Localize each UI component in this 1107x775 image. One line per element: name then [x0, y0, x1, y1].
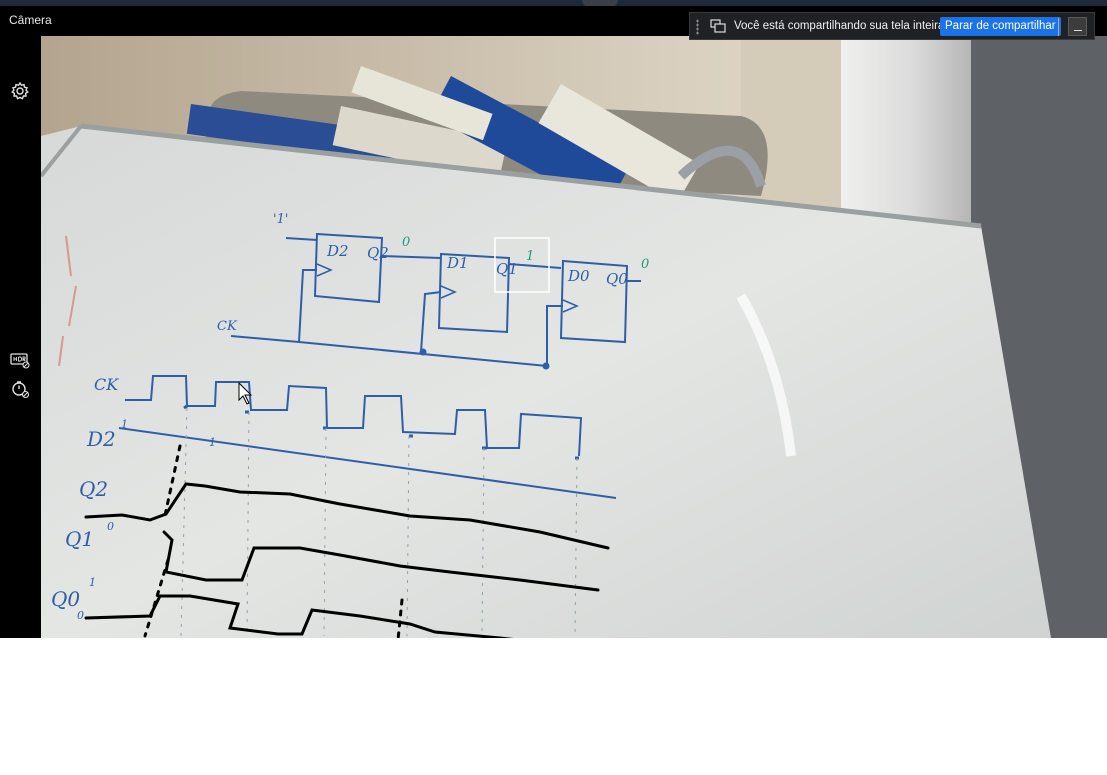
mouse-pointer-icon — [238, 381, 253, 405]
clock-label: CK — [217, 319, 238, 334]
circuit-labels: '1' D2 Q2 D1 Q1 D0 Q0 0 1 0 CK — [217, 212, 649, 334]
ff0-q-label: Q0 — [606, 270, 628, 288]
minimize-icon — [1074, 30, 1082, 31]
blank-area — [0, 638, 1107, 775]
wave-label-q1: Q1 — [65, 527, 94, 551]
wave-label-ck: CK — [94, 375, 119, 394]
ff0-d-label: D0 — [567, 267, 590, 285]
level-mark-3: 1 — [89, 576, 96, 589]
waveform-labels: CK D2 Q2 Q1 Q0 1 0 1 0 1 — [51, 375, 216, 622]
q0-value: 0 — [641, 257, 649, 272]
q2-value: 0 — [402, 235, 410, 250]
top-strip — [0, 0, 1107, 6]
curtain — [831, 36, 991, 226]
top-handle[interactable] — [582, 0, 618, 10]
wave-label-q0: Q0 — [51, 587, 80, 611]
screen-share-bar: Você está compartilhando sua tela inteir… — [689, 12, 1095, 40]
ff1-d-label: D1 — [446, 254, 469, 272]
wave-label-d2: D2 — [86, 427, 116, 451]
minimize-button[interactable] — [1068, 17, 1087, 36]
input-note: '1' — [273, 212, 288, 227]
timer-icon[interactable] — [10, 379, 30, 399]
focus-box — [494, 237, 550, 293]
dashed-guides — [180, 407, 578, 637]
ff1-q-label: Q1 — [496, 260, 518, 278]
wave-label-q2: Q2 — [79, 477, 108, 501]
ff2-q-label: Q2 — [367, 244, 389, 262]
app-title: Câmera — [9, 13, 52, 27]
level-mark-5: 1 — [209, 436, 216, 449]
level-mark-4: 0 — [77, 609, 84, 622]
camera-side-rail — [0, 36, 41, 638]
gear-icon[interactable] — [10, 81, 30, 101]
hdr-icon[interactable] — [10, 350, 30, 370]
share-message: Você está compartilhando sua tela inteir… — [734, 20, 948, 32]
level-mark-1: 1 — [121, 418, 128, 431]
divider — [1058, 18, 1059, 36]
stop-sharing-button[interactable]: Parar de compartilhar — [940, 17, 1061, 36]
level-mark-2: 0 — [107, 520, 114, 533]
ff2-d-label: D2 — [326, 242, 349, 260]
camera-preview: '1' D2 Q2 D1 Q1 D0 Q0 0 1 0 CK CK D2 Q2 … — [41, 36, 1107, 638]
q1-value: 1 — [526, 249, 534, 264]
whiteboard — [41, 123, 1051, 638]
drag-grip-icon[interactable] — [696, 19, 699, 35]
annotation-overlay — [84, 237, 610, 638]
circuit-drawing — [230, 232, 641, 370]
timing-diagram-blue — [118, 375, 617, 499]
screen-share-icon — [710, 19, 726, 33]
